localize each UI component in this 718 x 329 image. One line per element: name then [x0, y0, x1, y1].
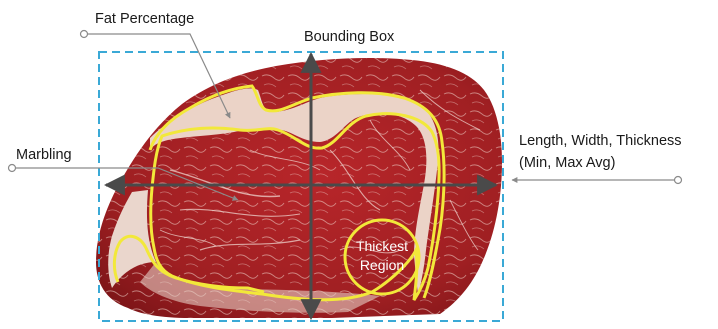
fat-percentage-label: Fat Percentage — [95, 10, 194, 29]
dimensions-label-line1: Length, Width, Thickness — [519, 132, 682, 151]
marbling-label: Marbling — [16, 146, 72, 165]
thickest-label-line1: Thickest — [337, 237, 427, 255]
dimensions-leader-dot — [675, 177, 682, 184]
steak-image — [96, 58, 502, 318]
marbling-leader-dot — [9, 165, 16, 172]
dimensions-label-line2: (Min, Max Avg) — [519, 154, 615, 173]
bounding-box-label: Bounding Box — [304, 28, 394, 47]
fat-leader-dot — [81, 31, 88, 38]
thickest-label-line2: Region — [337, 256, 427, 274]
